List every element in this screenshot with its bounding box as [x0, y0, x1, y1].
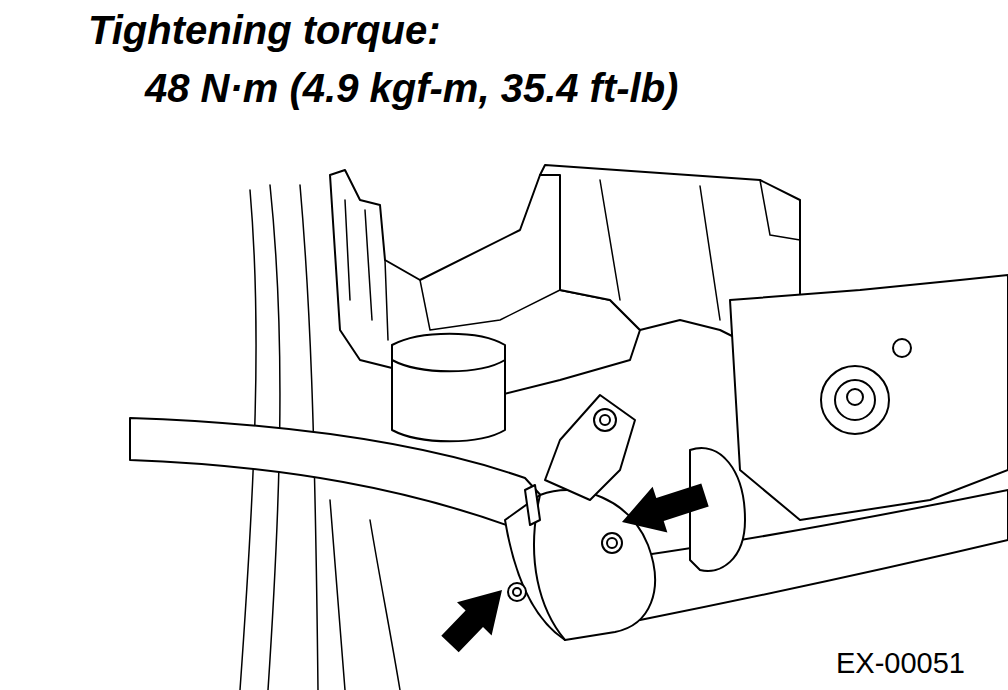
hanger-clip [525, 485, 540, 525]
flange-bolt [602, 533, 622, 553]
figure-code-holder: EX-00051 [836, 648, 965, 680]
torque-heading: Tightening torque: [88, 8, 441, 52]
frame-line [330, 500, 345, 690]
torque-value-holder: 48 N·m (4.9 kgf-m, 35.4 ft-lb) [145, 66, 678, 110]
indicator-arrow [622, 484, 709, 533]
small-hole [893, 339, 911, 357]
mount-hole-inner [835, 380, 875, 420]
side-member [730, 275, 1008, 520]
flange-bolt-head [513, 588, 521, 596]
torque-heading-holder: Tightening torque: [88, 8, 441, 52]
bracket-bolt-head [600, 415, 610, 425]
mount-hole [821, 366, 889, 434]
indicator-arrow [441, 590, 502, 652]
flange-bolt-head [607, 538, 617, 548]
pipe-cylinder [392, 334, 505, 442]
figure-code: EX-00051 [836, 648, 965, 680]
torque-value: 48 N·m (4.9 kgf-m, 35.4 ft-lb) [145, 66, 678, 110]
front-pipe [130, 418, 545, 528]
mount-bolt [847, 389, 863, 405]
pipe-cylinder-rim [392, 360, 505, 371]
bracket-bolt [594, 409, 616, 431]
flange-bolt [508, 583, 526, 601]
engine-detail [345, 200, 560, 340]
frame-line [370, 520, 400, 690]
bracket-stay [545, 395, 635, 500]
